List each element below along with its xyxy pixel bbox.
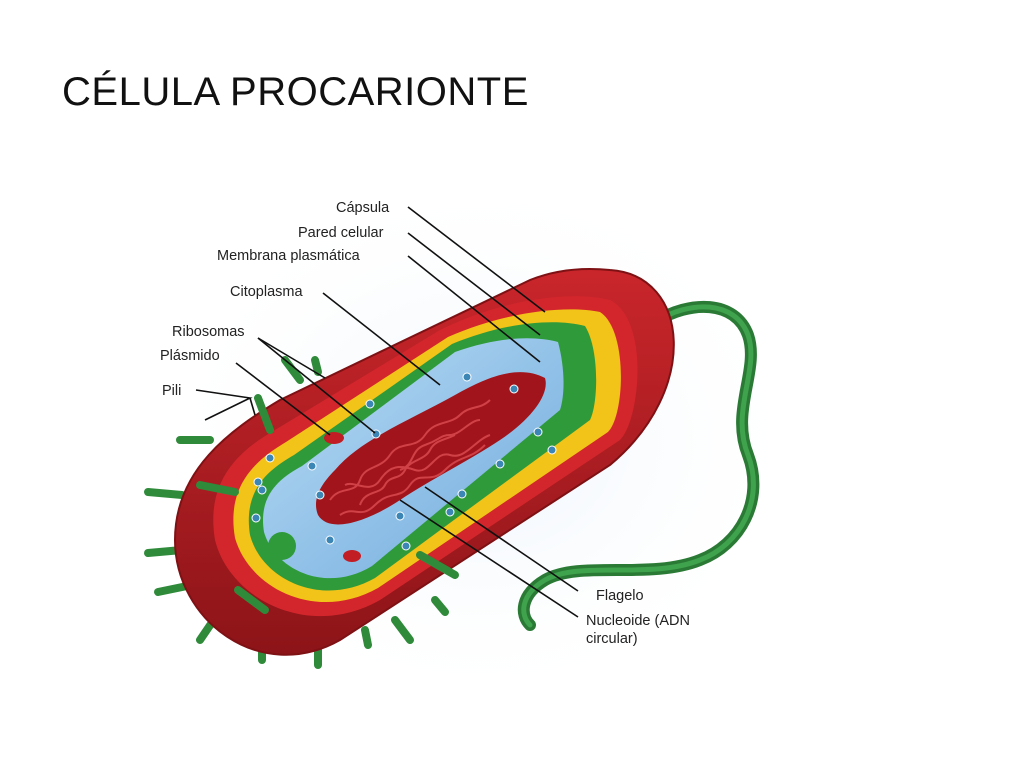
label-capsula: Cápsula (336, 200, 390, 216)
label-nucleoide-line2: circular) (586, 631, 638, 647)
ribosomes (251, 372, 557, 551)
label-nucleoide-line1: Nucleoide (ADN (586, 613, 690, 629)
leader-lines (195, 206, 579, 618)
nucleoid (315, 372, 546, 525)
label-pared-celular: Pared celular (298, 225, 384, 241)
label-plasmido: Plásmido (160, 348, 220, 364)
label-flagelo: Flagelo (596, 588, 644, 604)
label-pili: Pili (162, 383, 181, 399)
label-citoplasma: Citoplasma (230, 284, 303, 300)
slide-title: CÉLULA PROCARIONTE (62, 70, 529, 114)
label-membrana-plasmatica: Membrana plasmática (217, 248, 361, 264)
label-ribosomas: Ribosomas (172, 324, 245, 340)
inclusion-granule (268, 532, 296, 560)
